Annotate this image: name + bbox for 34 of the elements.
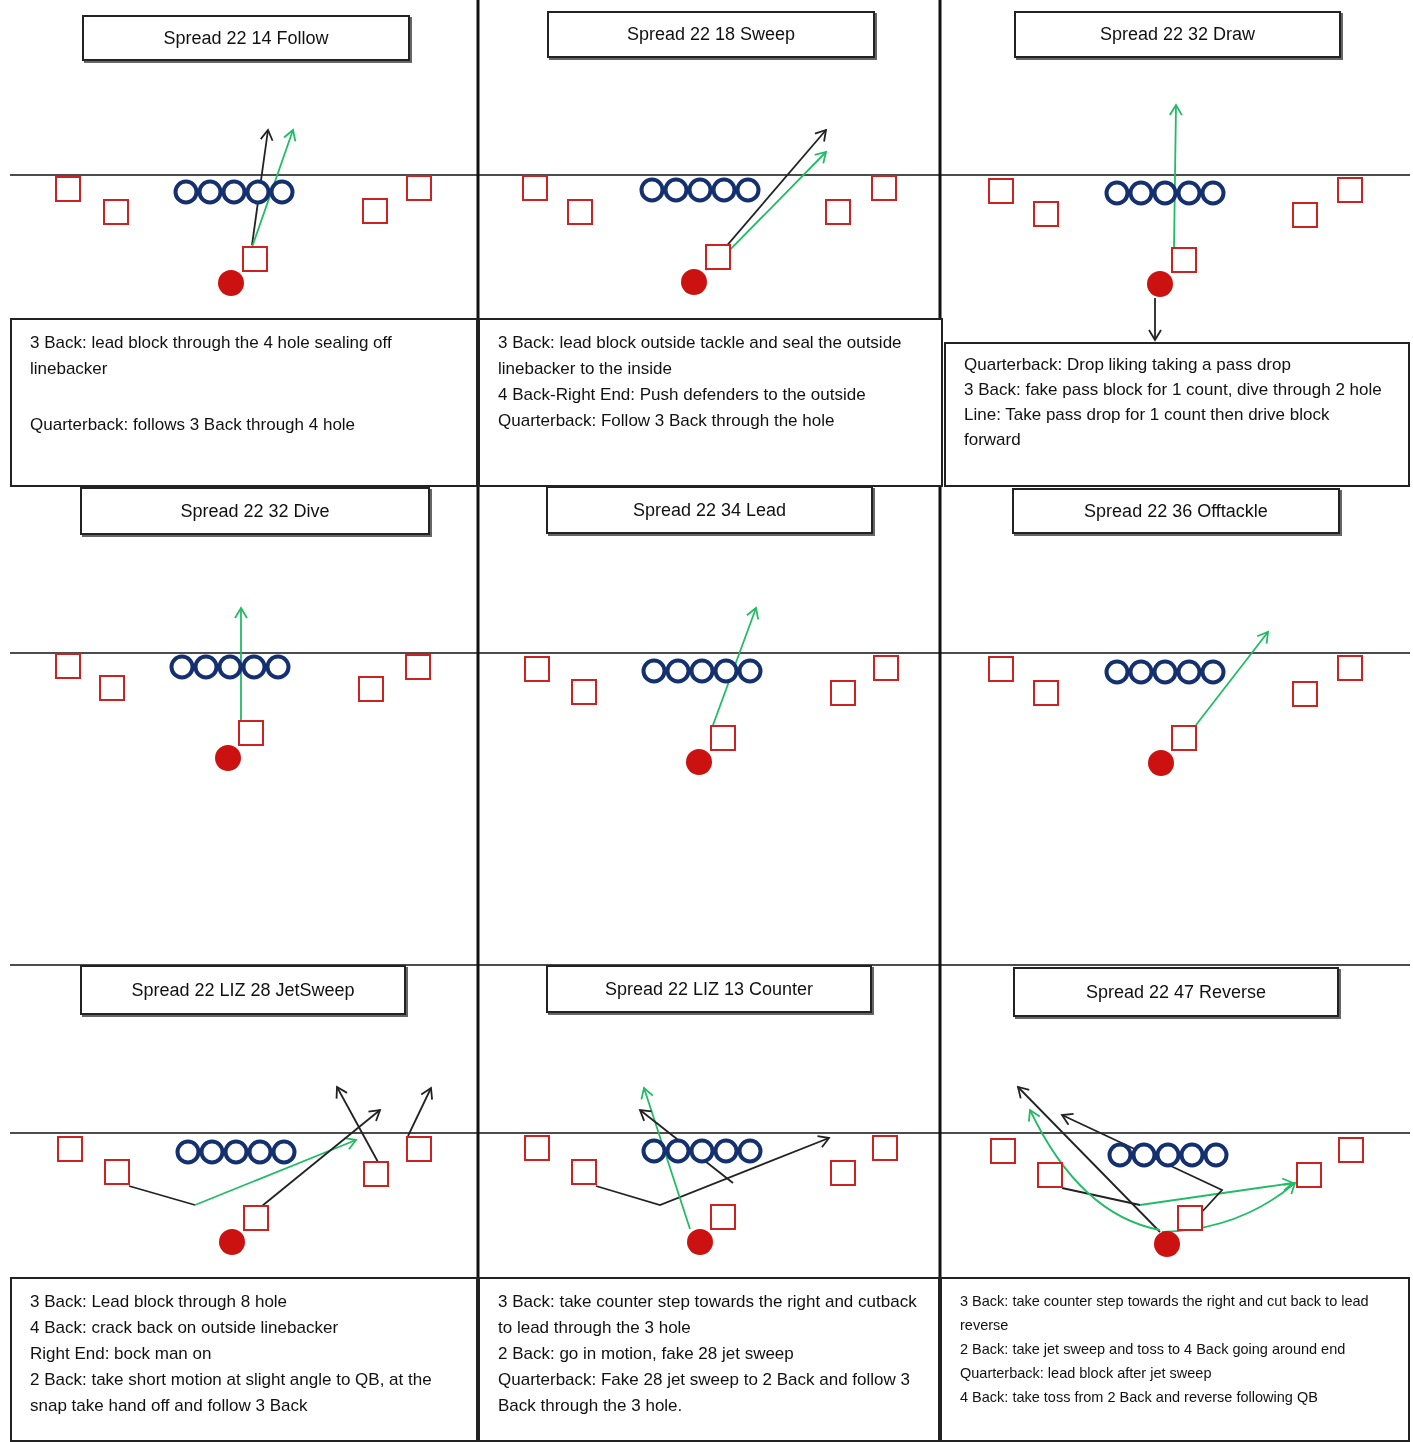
instruction-text: 4 Back: crack back on outside linebacker [30,1317,340,1339]
play-title-box: Spread 22 LIZ 13 Counter [546,965,872,1013]
instruction-box [944,342,1410,487]
play-title-box: Spread 22 14 Follow [82,15,410,61]
play-title-box: Spread 22 36 Offtackle [1012,488,1340,534]
play-title-box: Spread 22 32 Dive [80,487,430,535]
instruction-text: 3 Back: fake pass block for 1 count, dive through 2 hole [964,379,1383,401]
instruction-text: 3 Back: Lead block through 8 hole [30,1291,289,1313]
instruction-text: Quarterback: Follow 3 Back through the hole [498,410,836,432]
instruction-text: Quarterback: Fake 28 jet sweep to 2 Back and follow 3 Back through the 3 hole. [498,1369,911,1417]
play-title-box: Spread 22 18 Sweep [547,11,875,58]
instruction-text: Quarterback: lead block after jet sweep [960,1364,1213,1383]
instruction-box [10,1277,478,1442]
instruction-box [478,318,943,487]
play-title-box: Spread 22 47 Reverse [1013,967,1339,1017]
instruction-text: 2 Back: go in motion, fake 28 jet sweep [498,1343,795,1365]
instruction-text: 4 Back: take toss from 2 Back and reverse following QB [960,1388,1319,1407]
instruction-box [478,1277,940,1442]
instruction-text: 3 Back: take counter step towards the right and cut back to lead reverse [960,1292,1370,1335]
play-title-box: Spread 22 32 Draw [1014,11,1341,58]
instruction-text: 2 Back: take short motion at slight angle to QB, at the snap take hand off and follow 3 Back [30,1369,433,1417]
instruction-text: 3 Back: lead block outside tackle and seal the outside linebacker to the inside [498,332,903,380]
play-title-box: Spread 22 LIZ 28 JetSweep [80,965,406,1015]
instruction-text: Line: Take pass drop for 1 count then drive block forward [964,404,1331,451]
instruction-text: 4 Back-Right End: Push defenders to the outside [498,384,867,406]
instruction-text: Quarterback: Drop liking taking a pass drop [964,354,1292,376]
instruction-box [940,1277,1410,1442]
instruction-text: 2 Back: take jet sweep and toss to 4 Back going around end [960,1340,1347,1359]
play-title-box: Spread 22 34 Lead [546,486,873,534]
instruction-text: Quarterback: follows 3 Back through 4 hole [30,414,357,436]
instruction-text: 3 Back: lead block through the 4 hole sealing off linebacker [30,332,393,380]
instruction-text: Right End: bock man on [30,1343,213,1365]
instruction-text: 3 Back: take counter step towards the right and cutback to lead through the 3 hole [498,1291,918,1339]
instruction-box [10,318,478,487]
